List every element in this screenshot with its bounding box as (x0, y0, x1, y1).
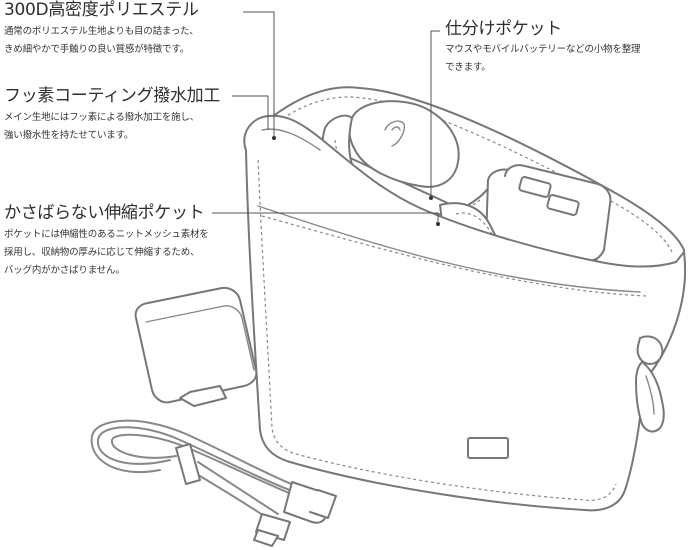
feature-divider-pocket: 仕分けポケット マウスやモバイルバッテリーなどの小物を整理 できます。 (445, 19, 641, 77)
feature-stretch-pocket-desc: ポケットには伸縮性のあるニットメッシュ素材を 採用し、収納物の厚みに応じて伸縮す… (4, 226, 209, 280)
feature-stretch-pocket-desc-line: ポケットには伸縮性のあるニットメッシュ素材を (4, 229, 209, 240)
feature-coating-desc: メイン生地にはフッ素による撥水加工を施し、 強い撥水性を持たせています。 (4, 109, 220, 145)
feature-stretch-pocket: かさばらない伸縮ポケット ポケットには伸縮性のあるニットメッシュ素材を 採用し、… (4, 203, 209, 280)
feature-fabric-desc: 通常のポリエステル生地よりも目の詰まった、 きめ細やかで手触りの良い質感が特徴で… (4, 23, 199, 59)
leader-divider (430, 30, 440, 198)
usb-cable (90, 419, 337, 547)
feature-stretch-pocket-desc-line: 採用し、収納物の厚みに応じて伸縮するため、 (4, 247, 200, 258)
feature-stretch-pocket-title: かさばらない伸縮ポケット (4, 203, 205, 223)
feature-divider-pocket-desc-line: マウスやモバイルバッテリーなどの小物を整理 (445, 44, 641, 55)
feature-divider-pocket-title: 仕分けポケット (445, 19, 562, 39)
zipper-pull (635, 335, 665, 433)
feature-fabric-desc-line: きめ細やかで手触りの良い質感が特徴です。 (4, 44, 190, 55)
feature-coating-desc-line: メイン生地にはフッ素による撥水加工を施し、 (4, 112, 200, 123)
feature-stretch-pocket-desc-line: バッグ内がかさばりません。 (4, 265, 125, 276)
leader-fabric (243, 11, 275, 138)
feature-coating: フッ素コーティング撥水加工 メイン生地にはフッ素による撥水加工を施し、 強い撥水… (4, 86, 220, 145)
feature-divider-pocket-desc-line: できます。 (445, 62, 491, 73)
leader-lines (212, 11, 440, 226)
leader-stretch-dot (436, 222, 440, 226)
feature-fabric-title: 300D高密度ポリエステル (4, 0, 199, 20)
leader-coating (232, 95, 269, 130)
leader-fabric-dot (272, 136, 276, 140)
feature-fabric: 300D高密度ポリエステル 通常のポリエステル生地よりも目の詰まった、 きめ細や… (4, 0, 199, 59)
leader-divider-dot (429, 196, 433, 200)
feature-coating-title: フッ素コーティング撥水加工 (4, 86, 221, 106)
leader-stretch (212, 212, 439, 224)
feature-coating-desc-line: 強い撥水性を持たせています。 (4, 130, 134, 141)
feature-divider-pocket-desc: マウスやモバイルバッテリーなどの小物を整理 できます。 (445, 41, 641, 77)
charger-adapter (134, 286, 258, 407)
feature-fabric-desc-line: 通常のポリエステル生地よりも目の詰まった、 (4, 26, 199, 37)
